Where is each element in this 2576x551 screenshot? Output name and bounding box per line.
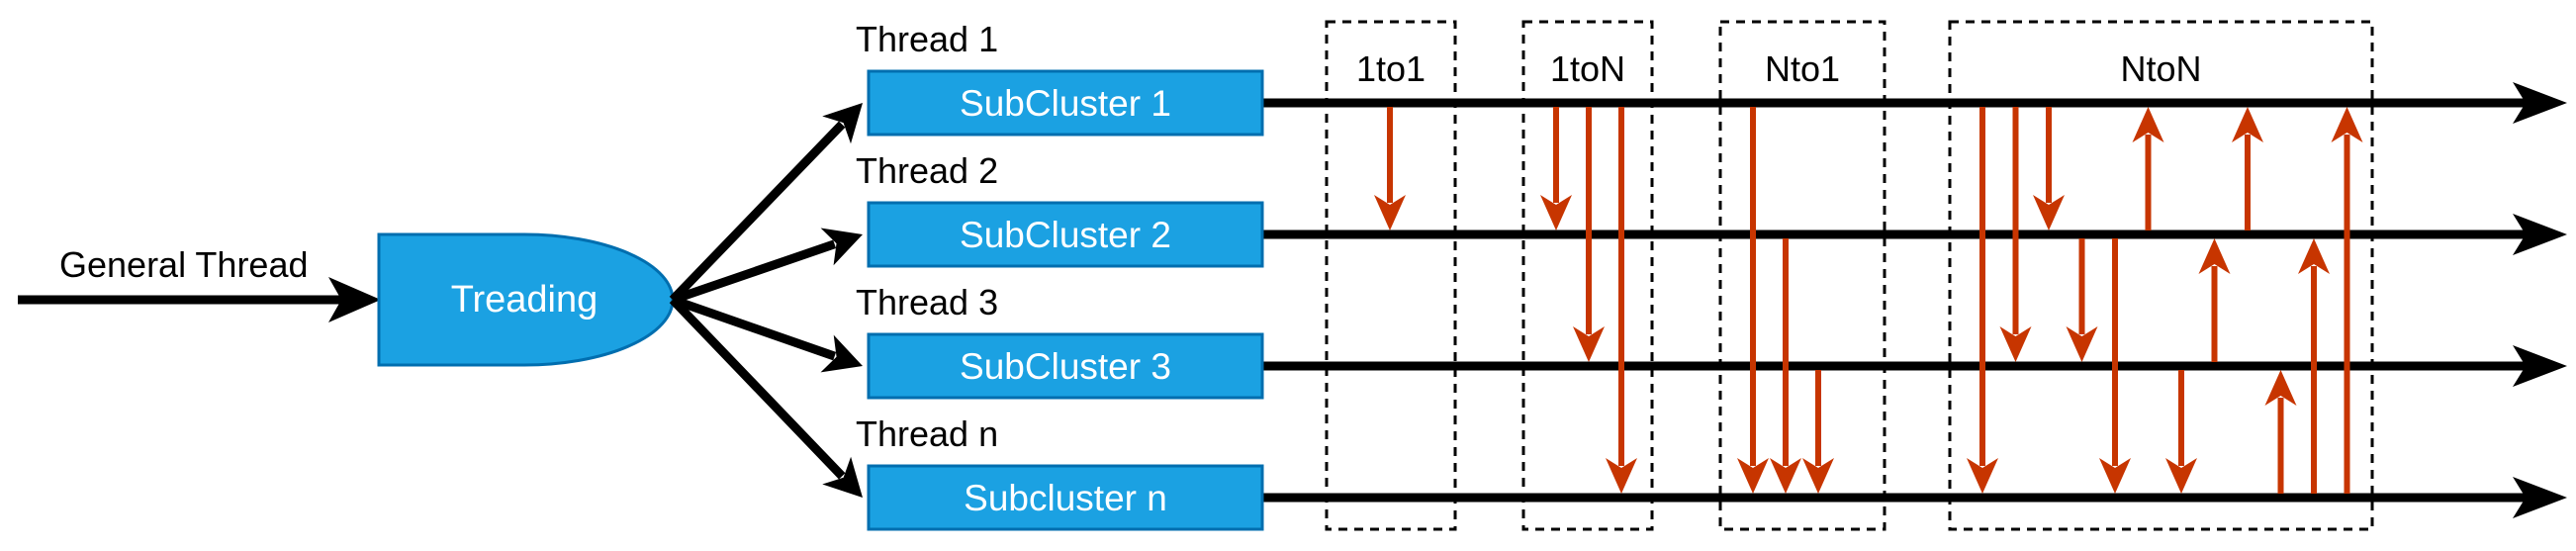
thread-lane-3: SubCluster 3 Thread 3 [856, 282, 2567, 400]
thread-lane-4: Subcluster n Thread n [856, 413, 2567, 531]
message-arrow [2066, 238, 2098, 362]
pattern-box [1521, 20, 1654, 531]
pattern-1ton: 1toN [1521, 20, 1654, 531]
treading-node: Treading [377, 232, 675, 367]
thread-line-arrowhead [2513, 82, 2567, 124]
message-arrow [1967, 107, 1998, 494]
message-arrow [1540, 107, 1572, 230]
thread-line-arrowhead [2513, 345, 2567, 387]
fan-out-arrows [669, 103, 863, 498]
fan-out-arrow-3 [671, 295, 863, 373]
thread-lane-1: SubCluster 1 Thread 1 [856, 19, 2567, 137]
message-arrow [2331, 107, 2363, 494]
message-arrow [2132, 107, 2164, 230]
thread-label: Thread 3 [856, 282, 998, 322]
message-arrow [2264, 370, 2297, 494]
pattern-1to1: 1to1 [1325, 20, 1457, 531]
pattern-label: NtoN [2120, 48, 2201, 89]
thread-lanes: SubCluster 1 Thread 1 SubCluster 2 Thread 2… [856, 19, 2567, 531]
thread-lane-2: SubCluster 2 Thread 2 [856, 150, 2567, 268]
message-arrow [2198, 238, 2231, 362]
pattern-label: 1to1 [1356, 48, 1426, 89]
message-arrow [1770, 238, 1801, 494]
message-arrow [1606, 107, 1637, 494]
message-arrow [1737, 107, 1769, 494]
message-arrow [2232, 107, 2263, 230]
general-thread-label: General Thread [59, 244, 309, 285]
message-arrow [1802, 370, 1834, 494]
thread-label: Thread 2 [856, 150, 998, 191]
message-arrow [2099, 238, 2131, 494]
fan-out-arrow-4 [669, 296, 863, 498]
general-thread-input: General Thread [18, 244, 381, 322]
subcluster-label: SubCluster 1 [960, 83, 1171, 124]
message-arrow [2165, 370, 2197, 494]
communication-patterns: 1to1 1toN Nto1 NtoN [1325, 20, 2374, 531]
thread-label: Thread n [856, 413, 998, 454]
fan-out-arrow-1 [669, 103, 863, 304]
pattern-box [1948, 20, 2374, 531]
pattern-nto1: Nto1 [1718, 20, 1886, 531]
subcluster-label: Subcluster n [964, 478, 1167, 518]
pattern-box [1718, 20, 1886, 531]
thread-line-arrowhead [2513, 477, 2567, 518]
pattern-box [1325, 20, 1457, 531]
pattern-label: 1toN [1550, 48, 1625, 89]
subcluster-label: SubCluster 3 [960, 346, 1171, 387]
subcluster-box [867, 332, 1264, 400]
message-arrow [2033, 107, 2065, 230]
pattern-label: Nto1 [1765, 48, 1840, 89]
subcluster-box [867, 69, 1264, 137]
pattern-nton: NtoN [1948, 20, 2374, 531]
thread-label: Thread 1 [856, 19, 998, 59]
subcluster-box [867, 201, 1264, 268]
message-arrow [1374, 107, 1406, 230]
message-arrow [2298, 238, 2330, 494]
message-arrow [1573, 107, 1605, 362]
message-arrow [1999, 107, 2032, 362]
subcluster-label: SubCluster 2 [960, 215, 1171, 255]
treading-label: Treading [451, 279, 598, 321]
thread-line-arrowhead [2513, 214, 2567, 255]
subcluster-box [867, 464, 1264, 531]
fan-out-arrow-2 [671, 228, 863, 305]
